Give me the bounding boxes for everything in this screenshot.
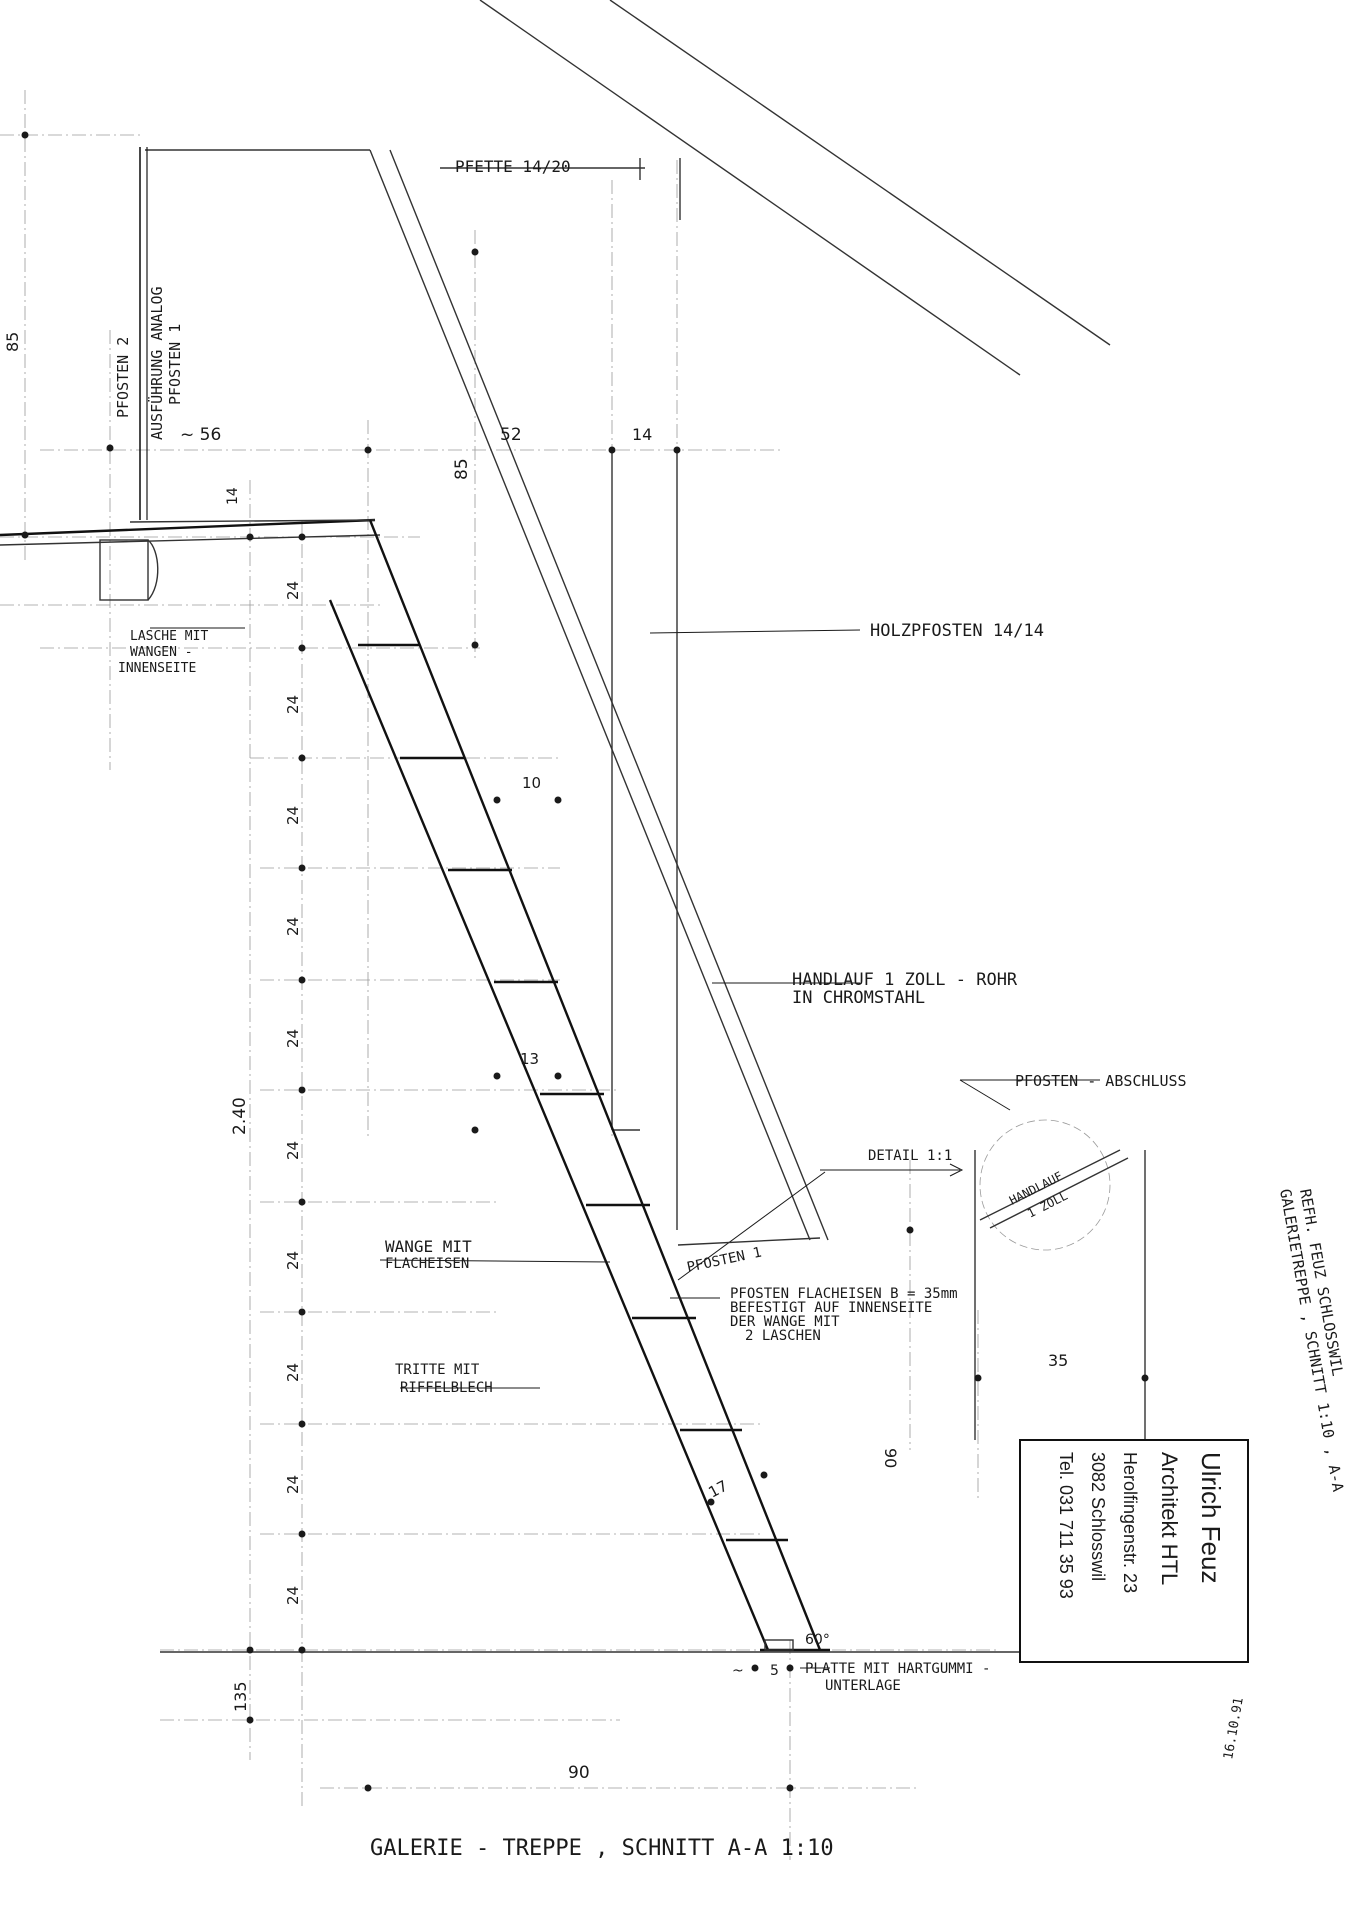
detail-circle [677,1079,1146,1440]
label-pfosten1: PFOSTEN 1 [686,1244,764,1275]
stamp-name: Ulrich Feuz [1196,1452,1226,1583]
label-handlauf-1: HANDLAUF 1 ZOLL - ROHR [792,970,1018,990]
label-ausfuehrung-2: PFOSTEN 1 [166,324,184,405]
dim-60: 60° [805,1632,830,1648]
dim-24-5: 24 [284,1029,302,1048]
stamp-phone: Tel. 031 711 35 93 [1056,1452,1076,1599]
stringer [328,519,830,1652]
stamp-street: Herolfingenstr. 23 [1120,1452,1140,1593]
dim-tilde: ~ [732,1663,744,1679]
dim-85-mid: 85 [452,458,472,480]
dim-5: 5 [770,1663,779,1679]
dim-24-2: 24 [284,695,302,714]
dim-24-7: 24 [284,1251,302,1270]
dim-35: 35 [1048,1351,1068,1370]
dim-90-bottom: 90 [568,1763,590,1783]
label-wange-1: WANGE MIT [385,1237,472,1256]
dim-24-6: 24 [284,1141,302,1160]
leader-lines [150,627,861,1669]
dim-10: 10 [522,774,541,792]
label-tritte-1: TRITTE MIT [395,1362,480,1378]
label-pfosten-flach-4: 2 LASCHEN [745,1328,821,1344]
label-pfosten-flach-2: BEFESTIGT AUF INNENSEITE [730,1300,932,1316]
dim-24-8: 24 [284,1363,302,1382]
architect-stamp [1019,1439,1249,1663]
label-platte-1: PLATTE MIT HARTGUMMI - [805,1661,990,1677]
dim-24-3: 24 [284,806,302,825]
roof-rafters [479,0,1111,376]
dim-13: 13 [520,1050,539,1068]
drawing-title: GALERIE - TREPPE , SCHNITT A-A 1:10 [370,1836,834,1861]
purlin [139,147,681,520]
label-pfosten2: PFOSTEN 2 [114,337,132,418]
label-lasche-1: LASCHE MIT [130,629,208,644]
dim-52: 52 [500,425,522,445]
label-lasche-2: WANGEN - [130,645,193,660]
label-lasche-3: INNENSEITE [118,661,196,676]
dimension-points [21,131,1149,1792]
dim-17: 17 [705,1477,730,1502]
dim-135: 135 [231,1681,250,1712]
label-holzpfosten: HOLZPFOSTEN 14/14 [870,621,1044,641]
dim-90-rot: 90 [881,1448,900,1468]
dim-240: 2.40 [230,1097,250,1135]
dim-56: ~ 56 [180,425,221,445]
label-date: 16.10.91 [1221,1696,1247,1760]
label-handlauf-2: IN CHROMSTAHL [792,988,925,1008]
dim-85-left: 85 [3,332,22,352]
stamp-city: 3082 Schlosswil [1088,1452,1108,1581]
dim-14-top: 14 [632,425,652,444]
treads [358,643,788,1542]
label-ausfuehrung-1: AUSFÜHRUNG ANALOG [147,286,166,440]
label-tritte-2: RIFFELBLECH [400,1380,493,1396]
label-detail: DETAIL 1:1 [868,1148,952,1164]
dim-24-4: 24 [284,917,302,936]
wooden-post [611,450,678,1230]
stamp-title: Architekt HTL [1157,1452,1182,1585]
label-platte-2: UNTERLAGE [825,1678,901,1694]
dim-24-1: 24 [284,581,302,600]
handrail [369,149,829,1241]
dim-14-rot: 14 [225,487,241,505]
label-pfosten-abschluss: PFOSTEN - ABSCHLUSS [1015,1072,1187,1090]
gallery-floor [0,518,381,601]
dim-24-10: 24 [284,1586,302,1605]
label-pfosten-flach-1: PFOSTEN FLACHEISEN B = 35mm [730,1286,958,1302]
label-wange-2: FLACHEISEN [385,1256,469,1272]
label-pfosten-flach-3: DER WANGE MIT [730,1314,840,1330]
dim-24-9: 24 [284,1475,302,1494]
label-pfette: PFETTE 14/20 [455,157,571,176]
